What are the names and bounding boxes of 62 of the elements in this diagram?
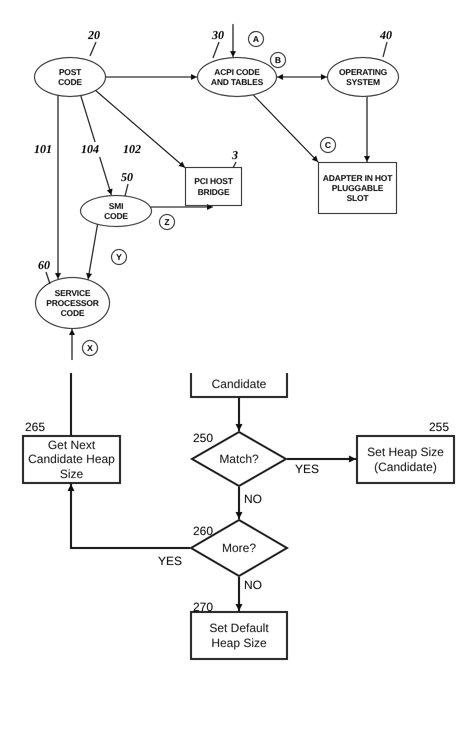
reference-number: 3 <box>232 148 238 163</box>
node-label: Match? <box>218 452 260 466</box>
decision-diamond <box>191 431 287 487</box>
edge-label: NO <box>243 492 263 506</box>
reference-number: 30 <box>212 28 224 43</box>
reference-number: 250 <box>193 431 214 445</box>
node-label: ADAPTER IN HOT PLUGGABLE SLOT <box>322 172 394 204</box>
node-label: Set Default Heap Size <box>208 621 270 650</box>
reference-number: 60 <box>38 258 50 273</box>
circled-letter: A <box>248 31 264 47</box>
process-box <box>318 162 397 214</box>
process-ellipse <box>327 57 399 97</box>
arrow <box>68 484 190 549</box>
arrow <box>236 577 242 611</box>
arrow <box>80 96 113 196</box>
circled-letter: C <box>320 137 336 153</box>
arrow <box>287 456 356 462</box>
node-label: More? <box>220 540 257 556</box>
process-ellipse <box>35 277 110 329</box>
circled-letter: Z <box>159 214 175 230</box>
edge-label: YES <box>157 554 184 568</box>
circled-letter: X <box>82 340 98 356</box>
arrow <box>253 94 319 162</box>
arrow <box>277 74 327 80</box>
circled-letter: B <box>270 52 286 68</box>
arrow <box>106 74 197 80</box>
arrow <box>236 398 242 431</box>
reference-number: 260 <box>193 524 214 538</box>
arrow <box>86 224 98 280</box>
reference-number: 20 <box>88 28 100 43</box>
process-box <box>185 167 242 206</box>
arrow <box>96 90 186 168</box>
node-label: OPERATING SYSTEM <box>338 66 388 88</box>
process-ellipse <box>34 57 106 97</box>
arrow <box>230 24 236 58</box>
node-label: SMI CODE <box>103 200 129 222</box>
arrow <box>55 96 61 280</box>
reference-number: 255 <box>429 420 450 434</box>
node-label: Candidate <box>210 377 268 392</box>
node-label: Get Next Candidate Heap Size <box>27 438 116 482</box>
process-box <box>356 435 455 484</box>
edge-label: NO <box>243 578 263 592</box>
process-box <box>190 611 288 660</box>
reference-number: 50 <box>121 170 133 185</box>
node-label: SERVICE PROCESSOR CODE <box>45 288 100 318</box>
arrow <box>69 329 75 360</box>
reference-number: 104 <box>80 142 100 157</box>
decision-diamond <box>190 519 288 577</box>
circled-letter: Y <box>111 249 127 265</box>
edge-label: YES <box>294 462 320 476</box>
reference-number: 265 <box>25 420 46 434</box>
node-label: Set Heap Size (Candidate) <box>366 445 445 474</box>
node-label: PCI HOST BRIDGE <box>193 176 234 197</box>
process-box <box>190 373 288 398</box>
reference-number: 40 <box>380 28 392 43</box>
node-label: POST CODE <box>57 66 83 88</box>
process-ellipse <box>80 195 152 227</box>
arrow <box>236 487 242 519</box>
reference-number: 270 <box>193 600 214 614</box>
node-label: ACPI CODE AND TABLES <box>210 66 264 88</box>
arrow <box>150 204 213 210</box>
arrow <box>364 96 370 162</box>
